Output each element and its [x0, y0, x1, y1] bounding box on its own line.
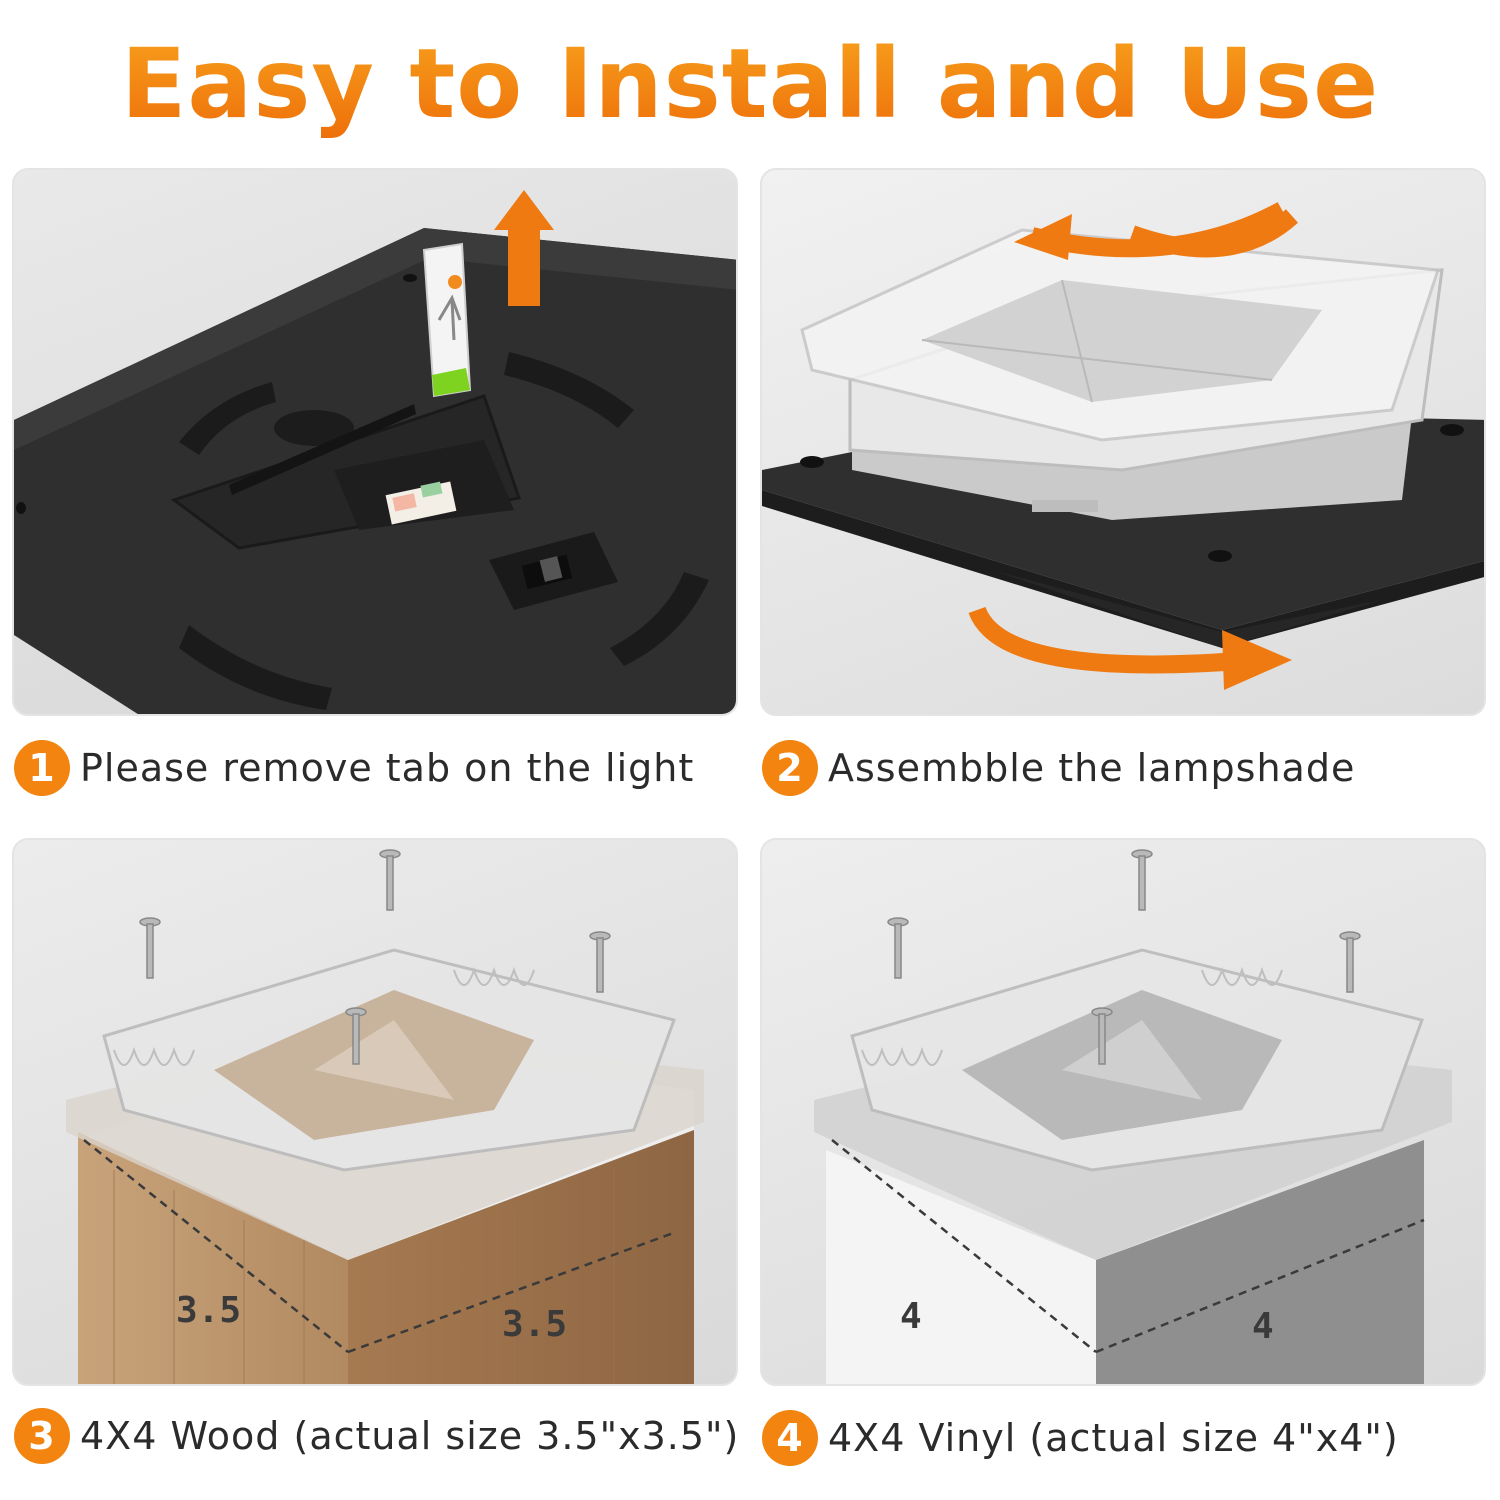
step-2-image	[760, 168, 1486, 716]
step-number-badge: 1	[14, 740, 70, 796]
step-text: 4X4 Wood (actual size 3.5"x3.5")	[80, 1414, 740, 1458]
step-1-image	[12, 168, 738, 716]
dimension-label-left: 4	[900, 1296, 922, 1337]
step-number-badge: 3	[14, 1408, 70, 1464]
step-4-image: 4 4	[760, 838, 1486, 1386]
step-3-caption: 3 4X4 Wood (actual size 3.5"x3.5")	[14, 1406, 739, 1466]
step-text: 4X4 Vinyl (actual size 4"x4")	[828, 1416, 1399, 1460]
step-number-badge: 4	[762, 1410, 818, 1466]
dimension-label-right: 4	[1252, 1306, 1274, 1347]
step-text: Please remove tab on the light	[80, 746, 695, 790]
step-text: Assembble the lampshade	[828, 746, 1356, 790]
page-title: Easy to Install and Use	[0, 28, 1500, 140]
step-number-badge: 2	[762, 740, 818, 796]
dimension-label-left: 3.5	[176, 1290, 241, 1331]
dimension-label-right: 3.5	[502, 1304, 567, 1345]
step-4-caption: 4 4X4 Vinyl (actual size 4"x4")	[762, 1408, 1399, 1468]
step-1-caption: 1 Please remove tab on the light	[14, 738, 694, 798]
step-3-image: 3.5 3.5	[12, 838, 738, 1386]
step-2-caption: 2 Assembble the lampshade	[762, 738, 1355, 798]
